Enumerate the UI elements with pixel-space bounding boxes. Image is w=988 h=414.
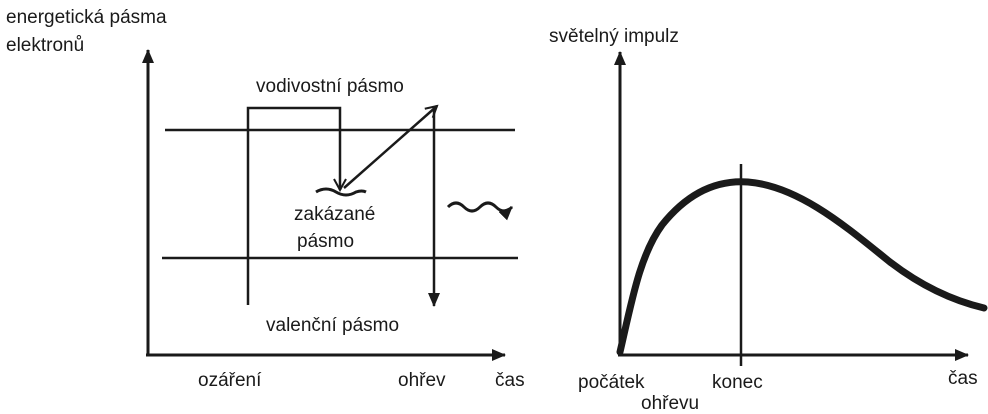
irradiation-label: ozáření (198, 370, 262, 391)
irradiation-transition-arrow (246, 106, 340, 305)
conduction-band-label: vodivostní pásmo (256, 76, 404, 97)
heating-start-label-line2: ohřevu (641, 393, 699, 414)
left-y-axis-label-line2: elektronů (6, 35, 84, 56)
emitted-light-arrow (446, 201, 514, 221)
heating-start-label-line1: počátek (578, 372, 645, 393)
trap-level-mark (315, 187, 367, 197)
forbidden-band-label-line1: zakázané (294, 204, 375, 225)
right-light-pulse-diagram: světelný impulz počátek ohřevu konec čas (549, 26, 988, 414)
heating-end-label: konec (712, 372, 763, 393)
valence-band-label: valenční pásmo (266, 315, 399, 336)
left-y-axis-label-line1: energetická pásma (6, 7, 167, 28)
forbidden-band-label-line2: pásmo (297, 231, 354, 252)
heating-label: ohřev (398, 370, 446, 391)
light-pulse-curve (616, 178, 988, 356)
right-y-axis-label: světelný impulz (549, 26, 679, 47)
heating-release-arrow (343, 106, 437, 189)
left-energy-diagram: energetická pásma elektronů vodivostní p… (6, 7, 525, 391)
left-x-axis-label: čas (495, 370, 525, 391)
right-x-axis-label: čas (948, 368, 978, 389)
